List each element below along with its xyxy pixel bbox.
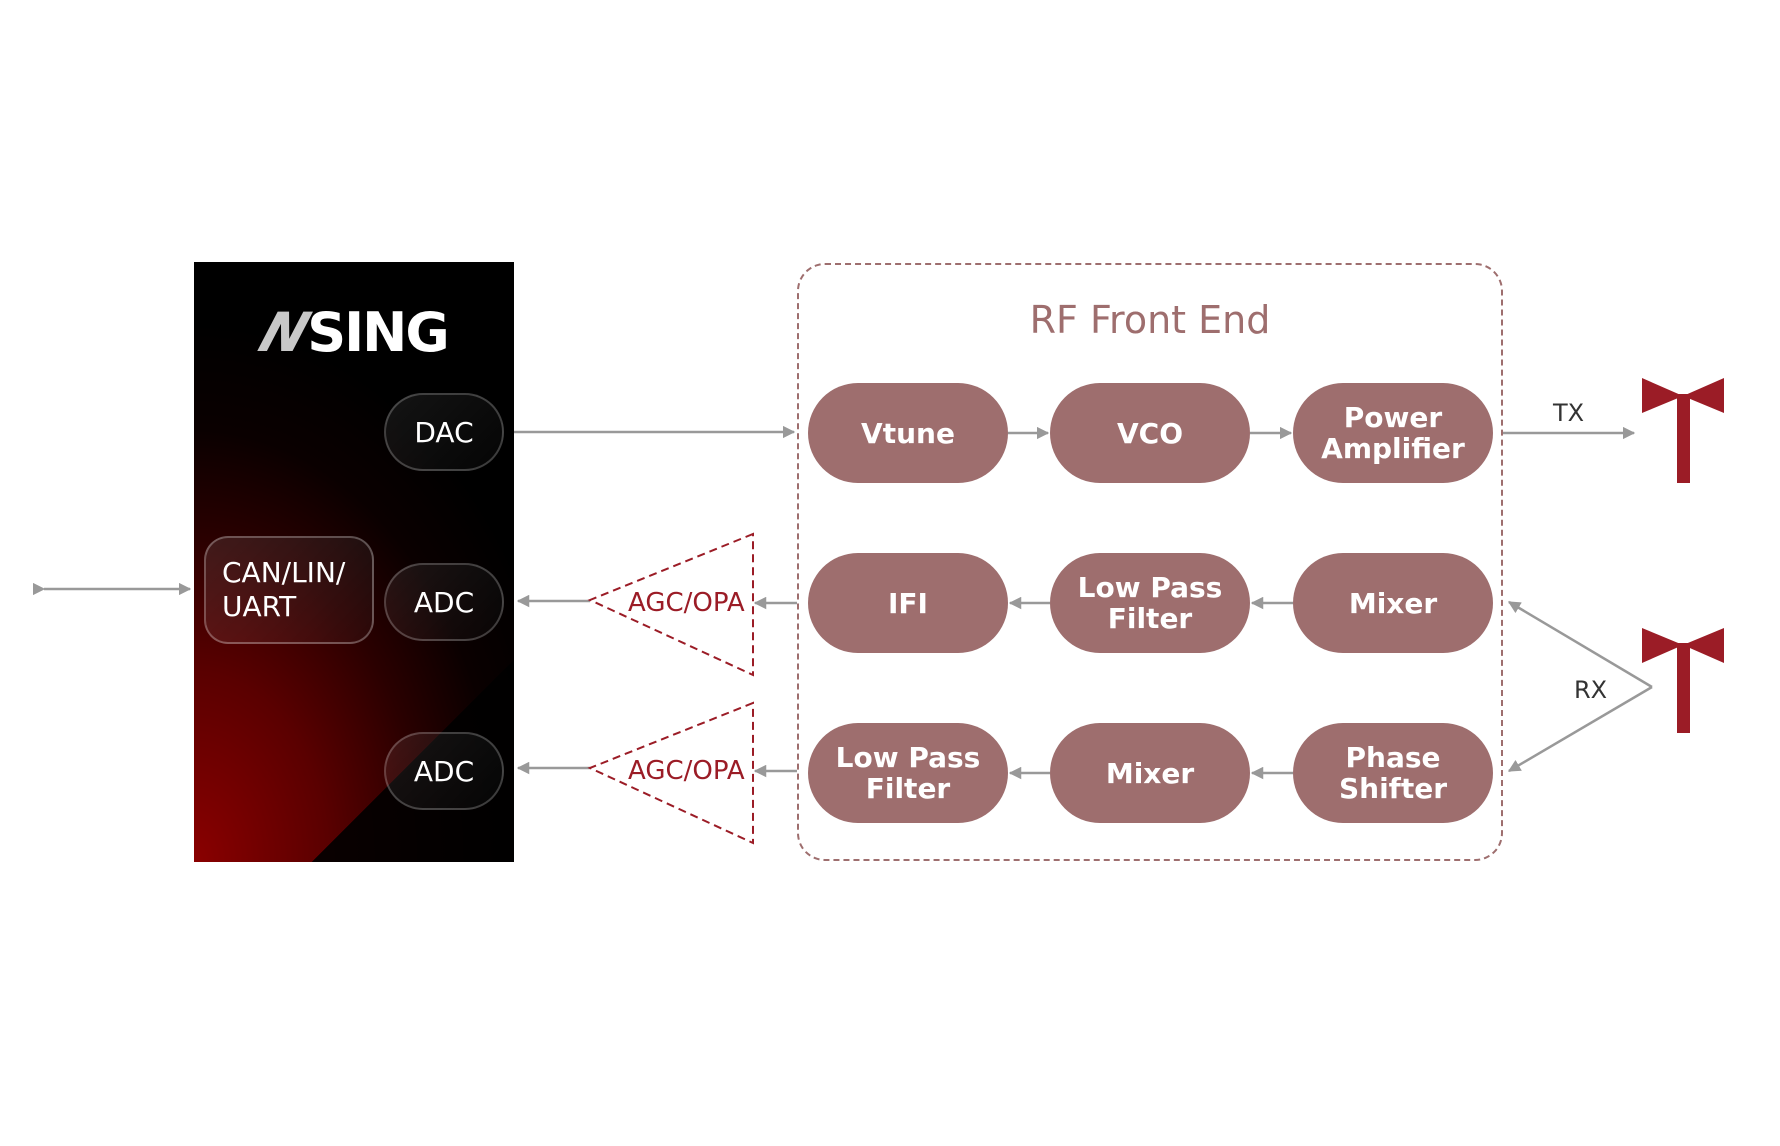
nsing-logo: N SING <box>252 301 450 364</box>
rx-to-mixer1-arrow <box>1507 600 1653 689</box>
vtune-block: Vtune <box>808 383 1008 483</box>
agc-opa-label-2: AGC/OPA <box>628 756 745 786</box>
mcu-block <box>194 262 514 862</box>
mixer-block-1: Mixer <box>1293 553 1493 653</box>
tx-label: TX <box>1553 399 1585 427</box>
can-lin-uart-interface: CAN/LIN/ UART <box>204 536 374 644</box>
tx-antenna-icon <box>1642 378 1724 483</box>
rx-antenna-icon <box>1642 628 1724 733</box>
vco-block: VCO <box>1050 383 1250 483</box>
dac-block: DAC <box>384 393 504 471</box>
logo-mark: N <box>251 301 316 364</box>
interface-label-line1: CAN/LIN/ <box>222 556 346 589</box>
phase-shifter-block: Phase Shifter <box>1293 723 1493 823</box>
interface-label-line2: UART <box>222 590 297 623</box>
ifi-block: IFI <box>808 553 1008 653</box>
rf-front-end-title: RF Front End <box>1029 298 1271 342</box>
low-pass-filter-block-1: Low Pass Filter <box>1050 553 1250 653</box>
adc-block-1: ADC <box>384 563 504 641</box>
mixer-block-2: Mixer <box>1050 723 1250 823</box>
agc-opa-label-1: AGC/OPA <box>628 588 745 618</box>
low-pass-filter-block-2: Low Pass Filter <box>808 723 1008 823</box>
logo-text: SING <box>307 301 449 364</box>
power-amplifier-block: Power Amplifier <box>1293 383 1493 483</box>
rf-front-end-boundary <box>797 263 1503 861</box>
adc-block-2: ADC <box>384 732 504 810</box>
rx-label: RX <box>1574 676 1608 704</box>
